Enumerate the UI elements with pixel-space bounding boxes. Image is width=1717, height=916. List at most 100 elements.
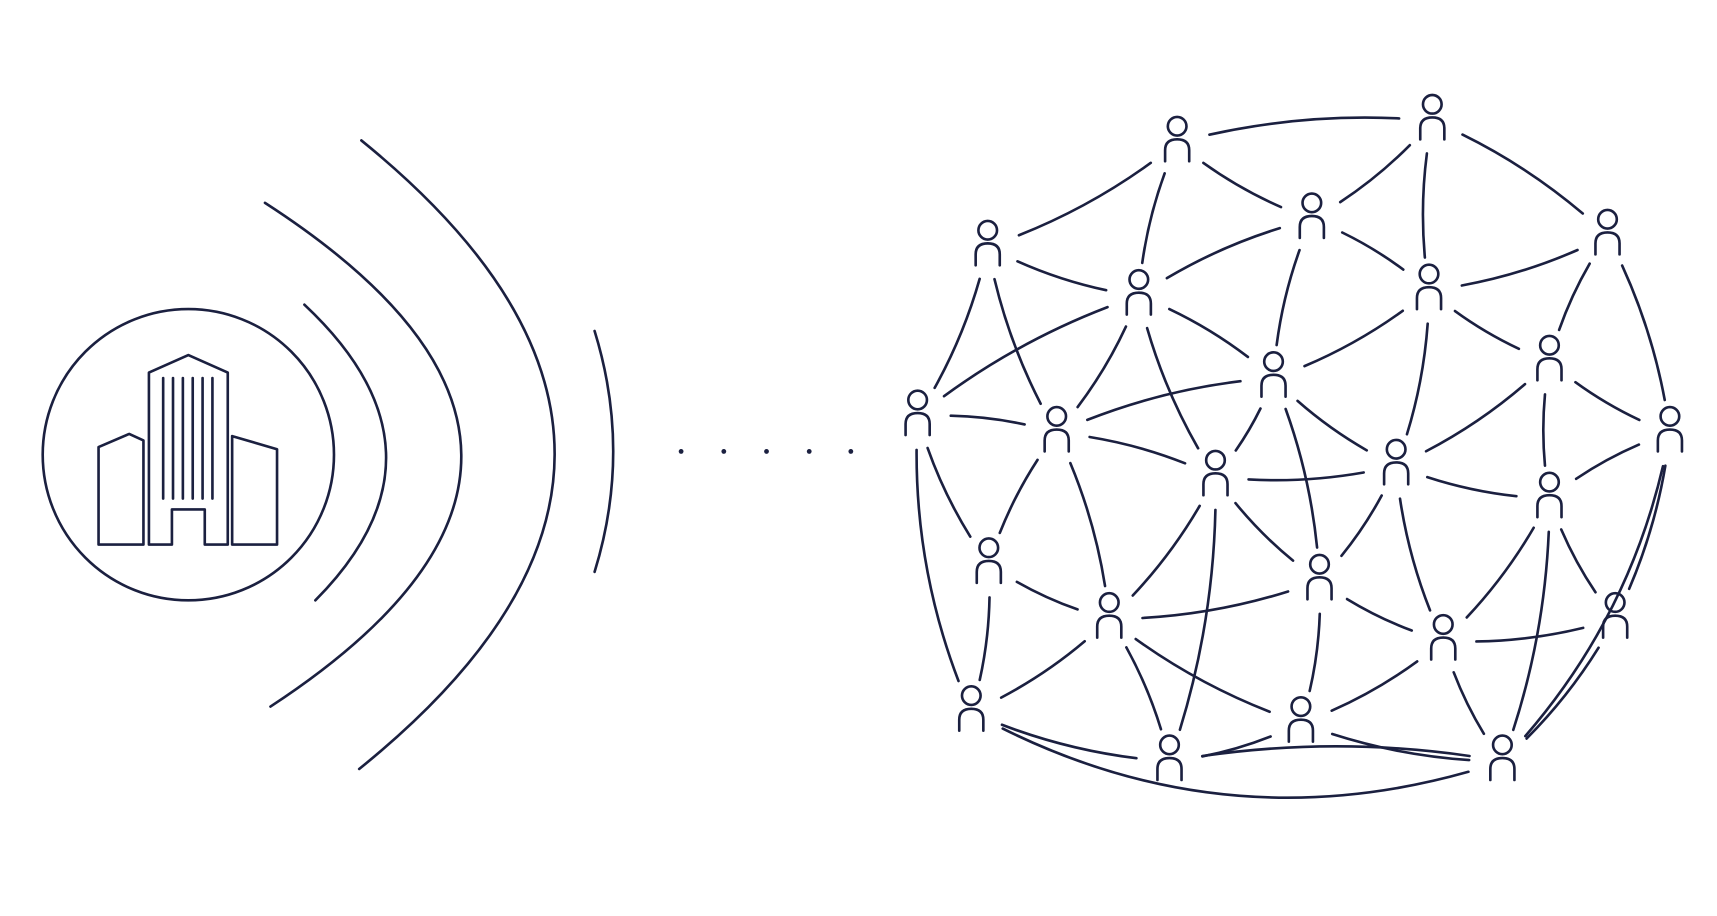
- person-icon: [1095, 591, 1123, 639]
- network-edge: [1330, 660, 1419, 712]
- network-edge: [1405, 322, 1430, 436]
- network-edge: [1511, 530, 1551, 732]
- network-edge: [1134, 637, 1271, 714]
- dot: [848, 449, 854, 454]
- network-edge: [1201, 745, 1471, 758]
- wave-2: [263, 201, 463, 708]
- network-edge: [949, 414, 1026, 426]
- network-edge: [1296, 399, 1369, 452]
- network-edge: [1001, 727, 1470, 799]
- network-edge: [1460, 248, 1579, 287]
- network-edge: [999, 639, 1086, 699]
- dot: [764, 449, 769, 454]
- network-edge: [1247, 471, 1365, 482]
- network-edge: [1559, 528, 1597, 594]
- network-edge: [1131, 504, 1202, 597]
- building-icon: [97, 353, 279, 546]
- network-edge: [1145, 326, 1200, 450]
- network-edge: [1016, 259, 1108, 292]
- network-edge: [1574, 380, 1641, 422]
- network-edge: [1542, 393, 1547, 467]
- network-edge: [1338, 143, 1412, 204]
- network-edge: [1475, 626, 1585, 643]
- network-edge: [993, 277, 1042, 406]
- network-edge: [1234, 501, 1295, 562]
- network-edge: [1308, 612, 1322, 693]
- network-edge: [1202, 161, 1283, 209]
- network-edge: [1425, 475, 1518, 498]
- network-edge: [915, 448, 960, 683]
- person-icon: [1489, 734, 1516, 782]
- network-edge: [1340, 231, 1405, 271]
- network-edge: [1452, 671, 1486, 736]
- person-icon: [1382, 438, 1410, 486]
- broadcast-source: [41, 139, 615, 771]
- dot: [721, 449, 727, 454]
- network-edge: [1284, 407, 1319, 549]
- signal-waves-icon: [263, 139, 615, 771]
- network-edge: [1086, 379, 1242, 422]
- network-edge: [1015, 580, 1079, 611]
- person-icon: [1415, 263, 1443, 311]
- person-icon: [1594, 208, 1621, 256]
- network-edge: [1208, 116, 1401, 137]
- network-edge: [978, 596, 991, 682]
- network-edge: [1421, 152, 1429, 259]
- building-badge-circle: [41, 307, 336, 602]
- wave-4: [593, 329, 615, 574]
- person-icon: [904, 389, 931, 437]
- person-icon: [1260, 351, 1287, 398]
- network-edge: [1234, 407, 1262, 452]
- network-edge: [1275, 248, 1301, 347]
- person-icon: [1306, 553, 1333, 601]
- network-edge: [942, 305, 1109, 398]
- person-icon: [1418, 93, 1446, 141]
- person-icon: [1656, 405, 1684, 453]
- network-edge: [1076, 325, 1128, 409]
- person-icon: [1202, 449, 1229, 497]
- person-icon: [1536, 471, 1563, 519]
- network-edge: [1424, 382, 1527, 453]
- person-icon: [1601, 591, 1629, 639]
- network-edge: [926, 446, 972, 538]
- person-icon: [1536, 334, 1563, 382]
- network-edge: [1330, 732, 1471, 762]
- network-edge: [1017, 161, 1153, 237]
- dot: [806, 449, 812, 454]
- network-edge: [933, 277, 981, 390]
- network-edge: [1125, 646, 1163, 731]
- network-edge: [1165, 226, 1282, 280]
- person-icon: [1125, 268, 1153, 316]
- person-icon: [1287, 695, 1315, 743]
- network-edge: [1000, 723, 1138, 760]
- network-edge: [1141, 590, 1290, 620]
- person-icon: [1043, 405, 1071, 453]
- wave-3: [357, 139, 556, 771]
- dot: [678, 449, 684, 454]
- network-edge: [1167, 307, 1250, 359]
- network-edge: [1453, 309, 1521, 351]
- network-edge: [1178, 508, 1217, 732]
- network-edge: [1574, 443, 1641, 481]
- person-icon: [974, 219, 1002, 267]
- person-icon: [975, 537, 1003, 585]
- network-edge: [1523, 464, 1665, 738]
- network-edge: [1069, 461, 1107, 588]
- person-icon: [1298, 192, 1326, 240]
- network-edge: [998, 458, 1039, 535]
- network-edge: [1345, 597, 1414, 632]
- person-icon: [1163, 115, 1191, 163]
- network-edge: [1557, 262, 1591, 332]
- dotted-line-icon: [678, 449, 854, 454]
- wave-1: [303, 303, 388, 602]
- network-edge: [1340, 494, 1383, 558]
- person-icon: [1156, 734, 1183, 782]
- network-edges: [915, 116, 1667, 799]
- network-edge: [1465, 526, 1535, 619]
- network-nodes: [904, 93, 1684, 782]
- network-edge: [1461, 133, 1585, 215]
- network-edge: [1620, 264, 1667, 402]
- network-edge: [1627, 464, 1667, 591]
- network-edge: [1303, 309, 1405, 368]
